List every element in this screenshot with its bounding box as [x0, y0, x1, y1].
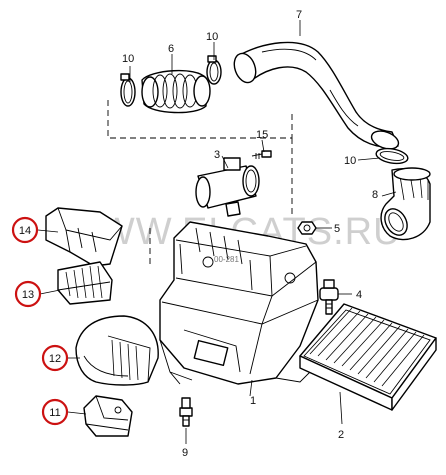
nut: [297, 221, 317, 235]
leader-14: [37, 229, 59, 233]
rubber-mount: [319, 279, 339, 315]
intake-duct-upper: [45, 207, 123, 267]
leader-15: [261, 139, 265, 153]
callout-number: 7: [296, 9, 302, 21]
callout-number: 10: [206, 31, 218, 43]
temperature-sensor: [179, 397, 193, 427]
leader-2: [339, 391, 343, 425]
callout-number: 9: [182, 447, 188, 459]
callout-number: 10: [344, 155, 356, 167]
callout-number: 10: [122, 53, 134, 65]
leader-11: [67, 411, 87, 415]
callout-number: 5: [334, 223, 340, 235]
air-filter-housing: [159, 221, 319, 385]
bottom-adapter: [83, 395, 133, 437]
callout-number: 8: [372, 189, 378, 201]
callout-number: 3: [214, 149, 220, 161]
leader-8: [381, 191, 397, 197]
callout-number: 12: [49, 353, 61, 365]
hose-clamp-right: [375, 147, 409, 165]
callout-number: 11: [49, 407, 60, 419]
leader-1: [249, 379, 253, 397]
bellows-hose: [141, 69, 211, 114]
hose-clamp-left: [120, 73, 136, 107]
callout-number: 2: [338, 429, 344, 441]
callout-number: 1: [250, 395, 256, 407]
grille-insert: [57, 261, 113, 305]
callout-number: 6: [168, 43, 174, 55]
filter-element: [299, 303, 437, 411]
callout-number: 14: [19, 225, 31, 237]
air-mass-meter: [195, 157, 260, 217]
assembly-guide-line: [107, 100, 293, 139]
callout-number: 13: [22, 289, 34, 301]
highlighted-callout-14: 14: [11, 216, 39, 244]
leader-3: [221, 155, 229, 169]
drawing-stamp: 00-281: [214, 255, 239, 264]
leader-13: [39, 289, 61, 295]
intake-hose: [233, 41, 400, 150]
hose-clamp-middle: [206, 55, 222, 85]
callout-number: 15: [256, 129, 268, 141]
intake-duct-lower: [75, 315, 159, 386]
elbow-connector: [380, 167, 431, 241]
highlighted-callout-12: 12: [41, 344, 69, 372]
screw: [251, 150, 272, 159]
highlighted-callout-13: 13: [14, 280, 42, 308]
highlighted-callout-11: 11: [41, 398, 69, 426]
leader-10c: [357, 157, 381, 161]
callout-number: 4: [356, 289, 362, 301]
